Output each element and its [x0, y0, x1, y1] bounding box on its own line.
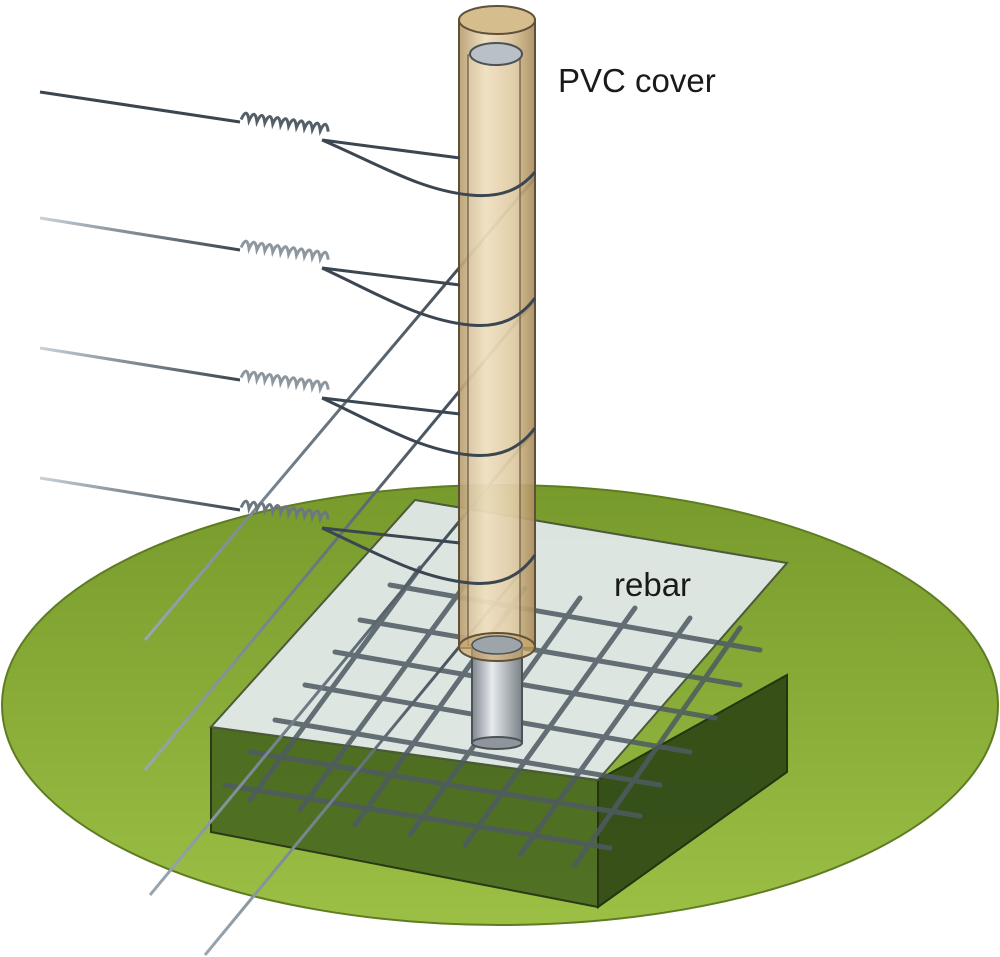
fence-wire-2-line	[39, 216, 241, 252]
fence-wire-2-tie	[321, 266, 537, 328]
pipe-at-pvc-bottom	[471, 635, 523, 655]
rebar-bar	[247, 565, 423, 803]
inner-pipe-ghost	[467, 54, 521, 646]
fence-wire-4-line	[39, 476, 241, 512]
rebar-bar	[387, 582, 763, 653]
concrete-right-face	[597, 673, 788, 909]
rebar-bar	[297, 575, 473, 813]
fence-wire-1-tie	[321, 138, 537, 198]
spring-coil-3	[239, 369, 330, 395]
fence-wire-3-line	[39, 346, 241, 382]
fence-wire-4	[39, 476, 537, 586]
spring-coil-2	[239, 239, 330, 265]
rebar-bar	[462, 605, 638, 848]
rebar-label: rebar	[614, 566, 692, 603]
spring-coil-4	[239, 499, 330, 525]
steel-pipe-bottom	[471, 736, 523, 750]
pipe-top	[469, 42, 523, 66]
spring-coil-1	[239, 111, 330, 137]
rebar-bar	[572, 625, 743, 868]
fence-wire-4-tie	[321, 526, 537, 586]
rebar-bar	[357, 617, 743, 688]
rebar-bar	[517, 615, 693, 858]
fence-wire-1	[39, 90, 537, 198]
pvc-top	[458, 5, 536, 35]
fence-wire-3-tie	[321, 396, 537, 458]
pvc-cover-label: PVC cover	[558, 62, 716, 99]
fence-wire-1-line	[39, 90, 241, 124]
rebar-bar	[332, 649, 718, 721]
fence-wire-2	[39, 216, 537, 328]
fence-wire-3	[39, 346, 537, 458]
rebar-bar	[222, 782, 613, 851]
